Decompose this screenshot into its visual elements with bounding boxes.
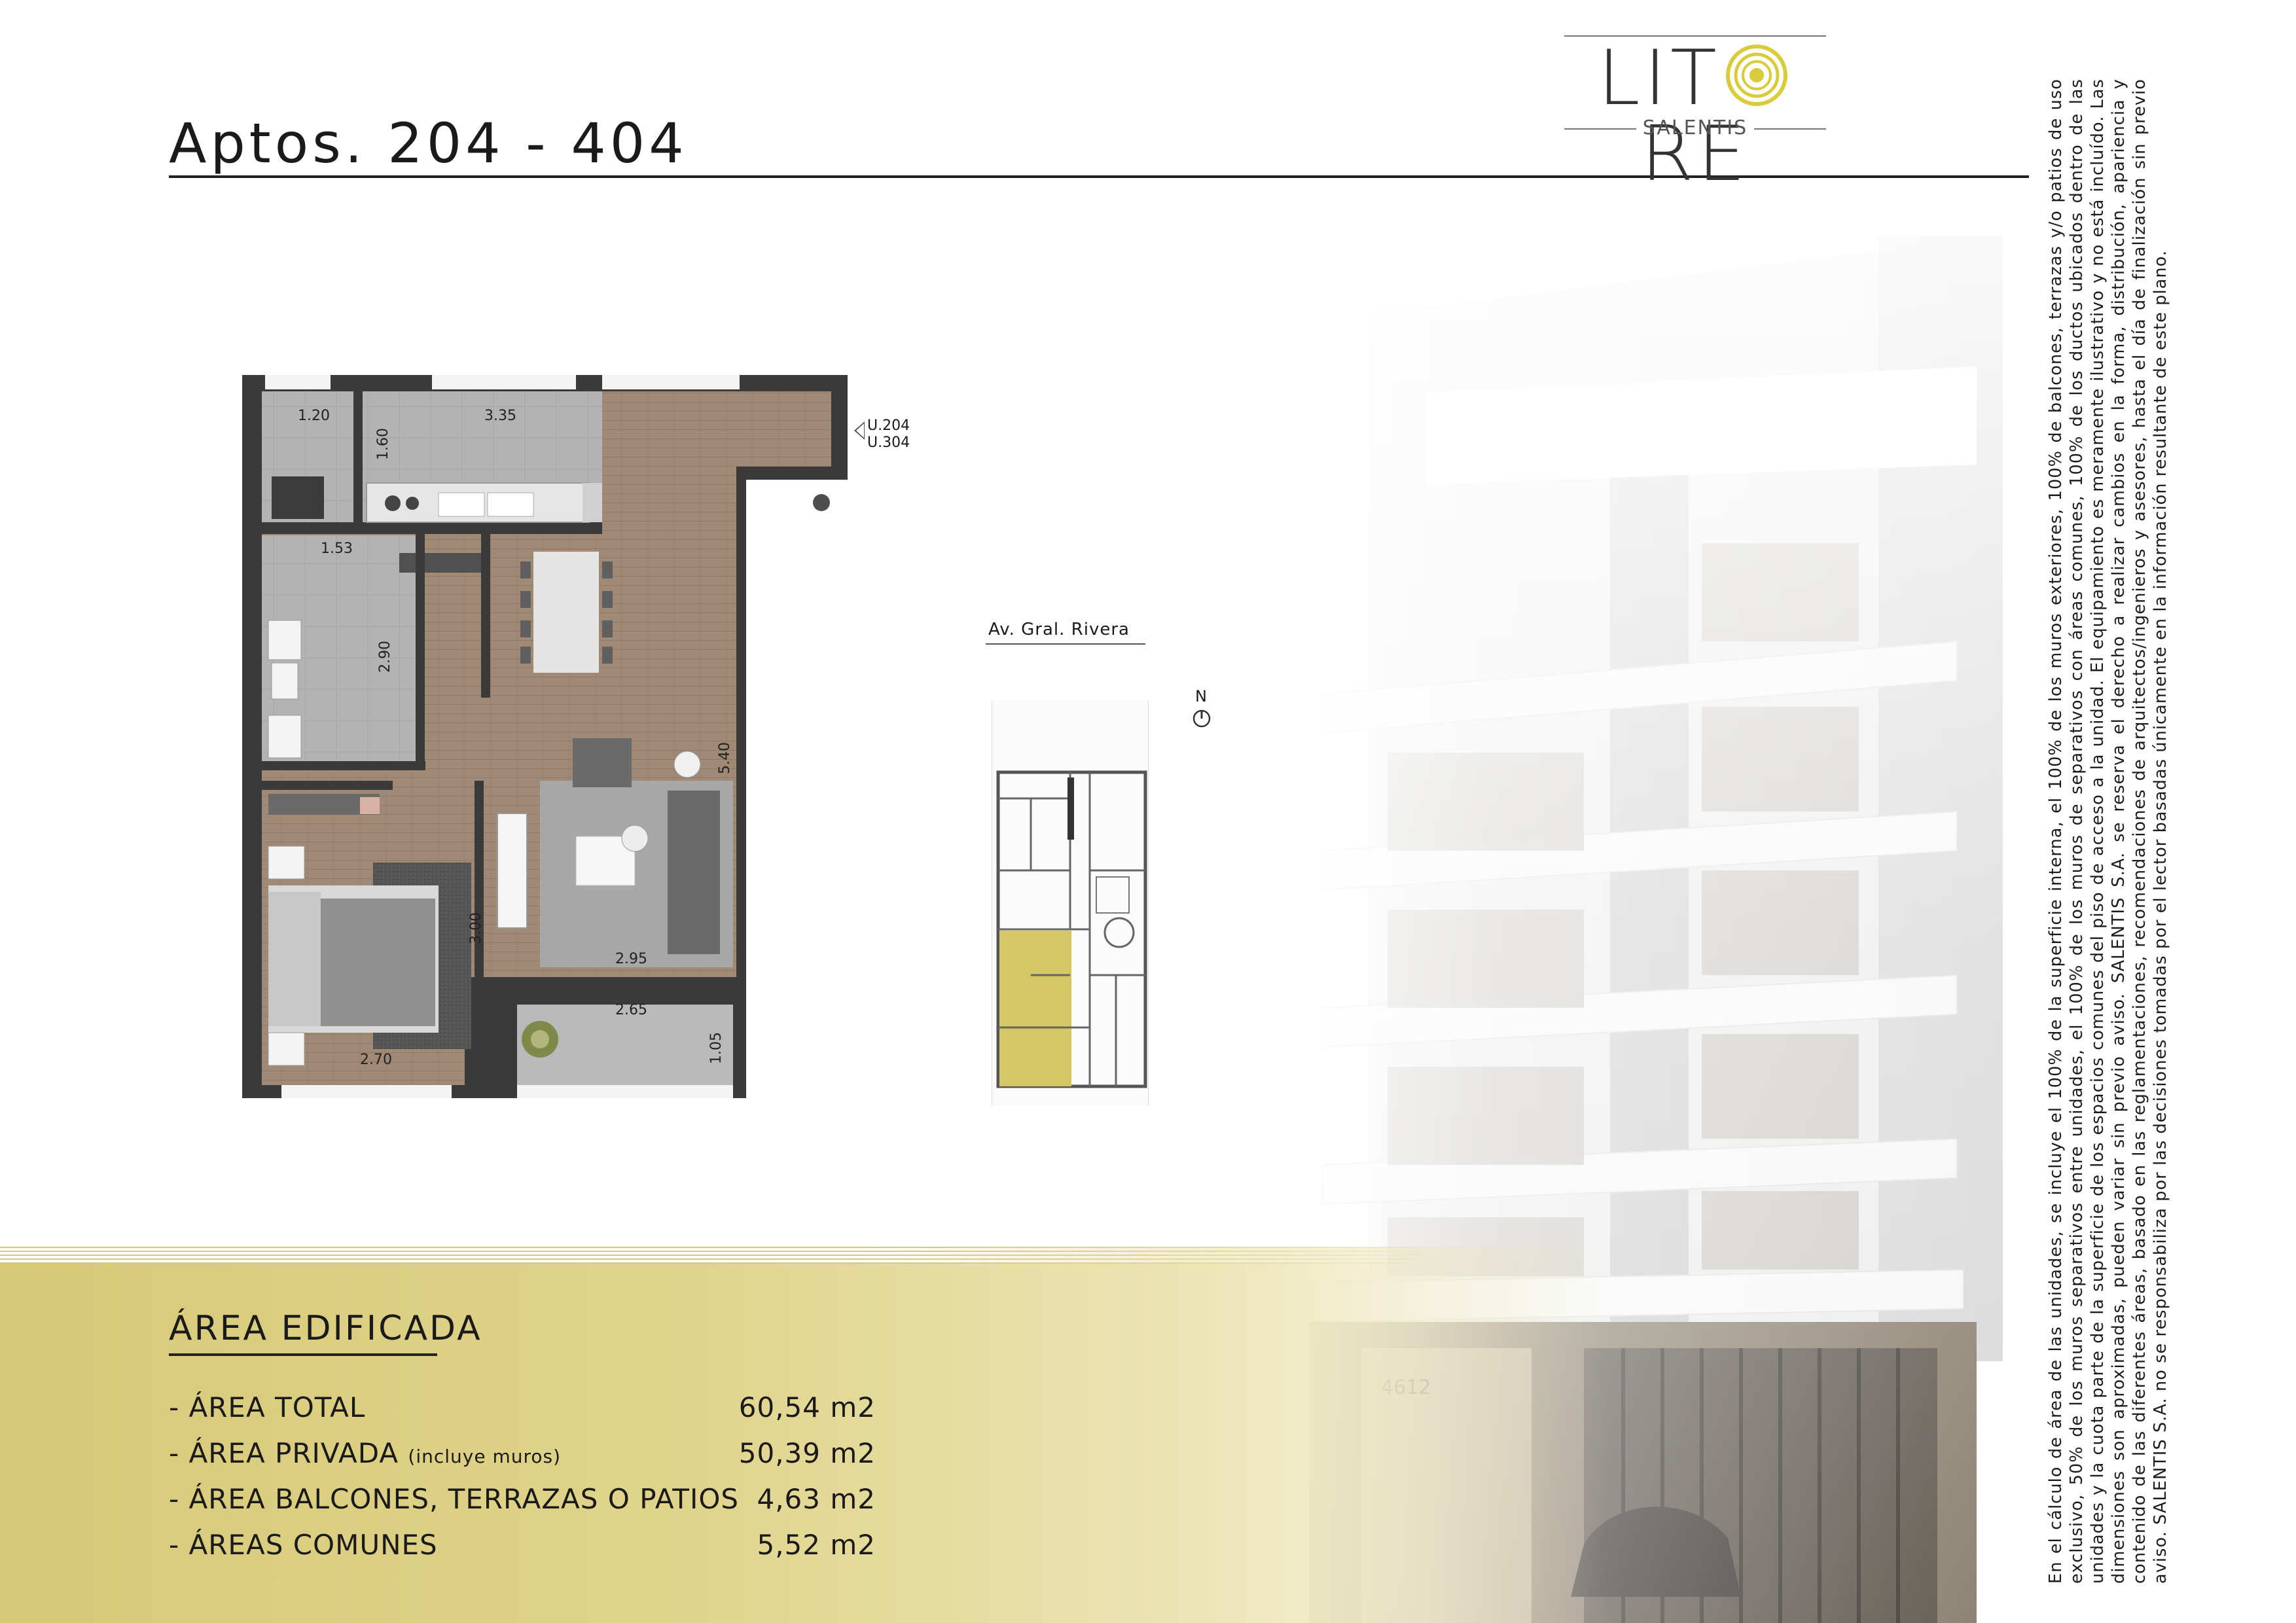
page-title: Aptos. 204 - 404 [169,111,688,175]
logo-subtitle: SALENTIS [1642,116,1748,139]
unit-highlight [999,931,1071,1086]
area-title: ÁREA EDIFICADA [169,1309,482,1348]
area-title-rule [169,1353,437,1356]
area-row-label: - ÁREA BALCONES, TERRAZAS O PATIOS [169,1483,740,1515]
disclaimer-column: En el cálculo de área de las unidades, s… [2045,79,2235,1590]
area-row: - ÁREA PRIVADA (incluye muros) 50,39 m2 [169,1437,876,1476]
disclaimer-text: En el cálculo de área de las unidades, s… [2046,79,2170,1584]
dim-living-depth: 5.40 [717,742,733,774]
logo-top-rule [1564,35,1826,37]
site-plan [992,700,1149,1106]
dim-bedroom-depth: 3.00 [468,912,484,944]
area-row: - ÁREA BALCONES, TERRAZAS O PATIOS 4,63 … [169,1483,876,1522]
dim-bath-depth: 2.90 [377,641,393,673]
area-row-label: - ÁREA TOTAL [169,1391,366,1423]
sun-icon [1721,43,1793,108]
floor-plan: 1.20 3.35 1.60 1.53 2.90 5.40 3.00 2.95 … [242,375,851,1101]
area-row-value: 4,63 m2 [757,1483,876,1515]
floor-plan-drawing [242,375,848,1098]
logo-sub-rule-left [1564,128,1636,130]
dim-laundry-width: 1.20 [298,408,330,424]
dim-kitchen-depth: 1.60 [375,428,391,460]
dim-bath-width: 1.53 [321,541,353,557]
area-row: - ÁREA TOTAL 60,54 m2 [169,1391,876,1431]
unit-tag: U.204 [867,418,910,434]
bottom-band-stripes [0,1247,1440,1264]
north-arrow-icon [1193,709,1211,728]
brand-logo: LIT RE SALENTIS [1558,34,1833,192]
unit-tag: U.304 [867,435,910,451]
logo-wordmark: LIT RE [1558,41,1833,192]
dim-balcony-width: 2.65 [615,1002,647,1018]
logo-sub-rule-right [1754,128,1826,130]
area-row-label: - ÁREA PRIVADA [169,1437,399,1469]
dim-balcony-depth: 1.05 [708,1032,725,1064]
area-row-value: 60,54 m2 [738,1391,876,1423]
area-row-value: 50,39 m2 [738,1437,876,1469]
area-row-note: (incluye muros) [408,1446,562,1467]
dim-bedroom-width: 2.70 [360,1052,392,1068]
street-label: Av. Gral. Rivera [988,620,1130,639]
dim-kitchen-width: 3.35 [484,408,516,424]
dim-living-width: 2.95 [615,951,647,967]
title-rule [169,175,2029,178]
street-rule [986,643,1145,645]
area-row-value: 5,52 m2 [757,1529,876,1561]
north-label: N [1195,687,1207,705]
area-row: - ÁREAS COMUNES 5,52 m2 [169,1529,876,1568]
area-row-label: - ÁREAS COMUNES [169,1529,438,1561]
bottom-band [0,1247,2296,1623]
